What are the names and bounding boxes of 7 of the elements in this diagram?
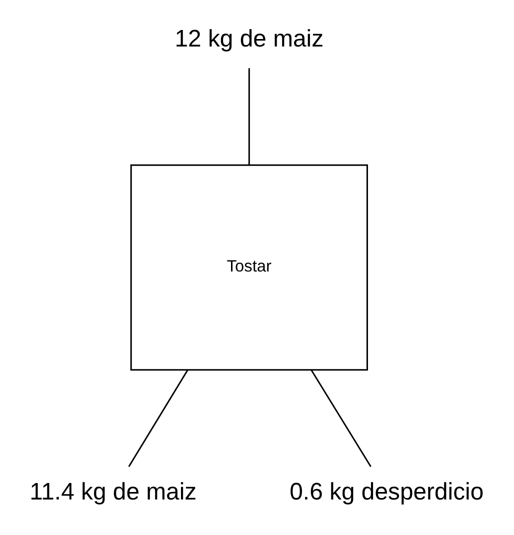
node-text: 11.4 kg de maiz — [30, 478, 197, 506]
node-text: 0.6 kg desperdicio — [290, 478, 484, 506]
connector — [248, 68, 250, 165]
node-box: Tostar — [130, 164, 368, 371]
node-text: 12 kg de maiz — [174, 26, 324, 53]
connector — [310, 370, 372, 468]
connector — [128, 370, 188, 468]
